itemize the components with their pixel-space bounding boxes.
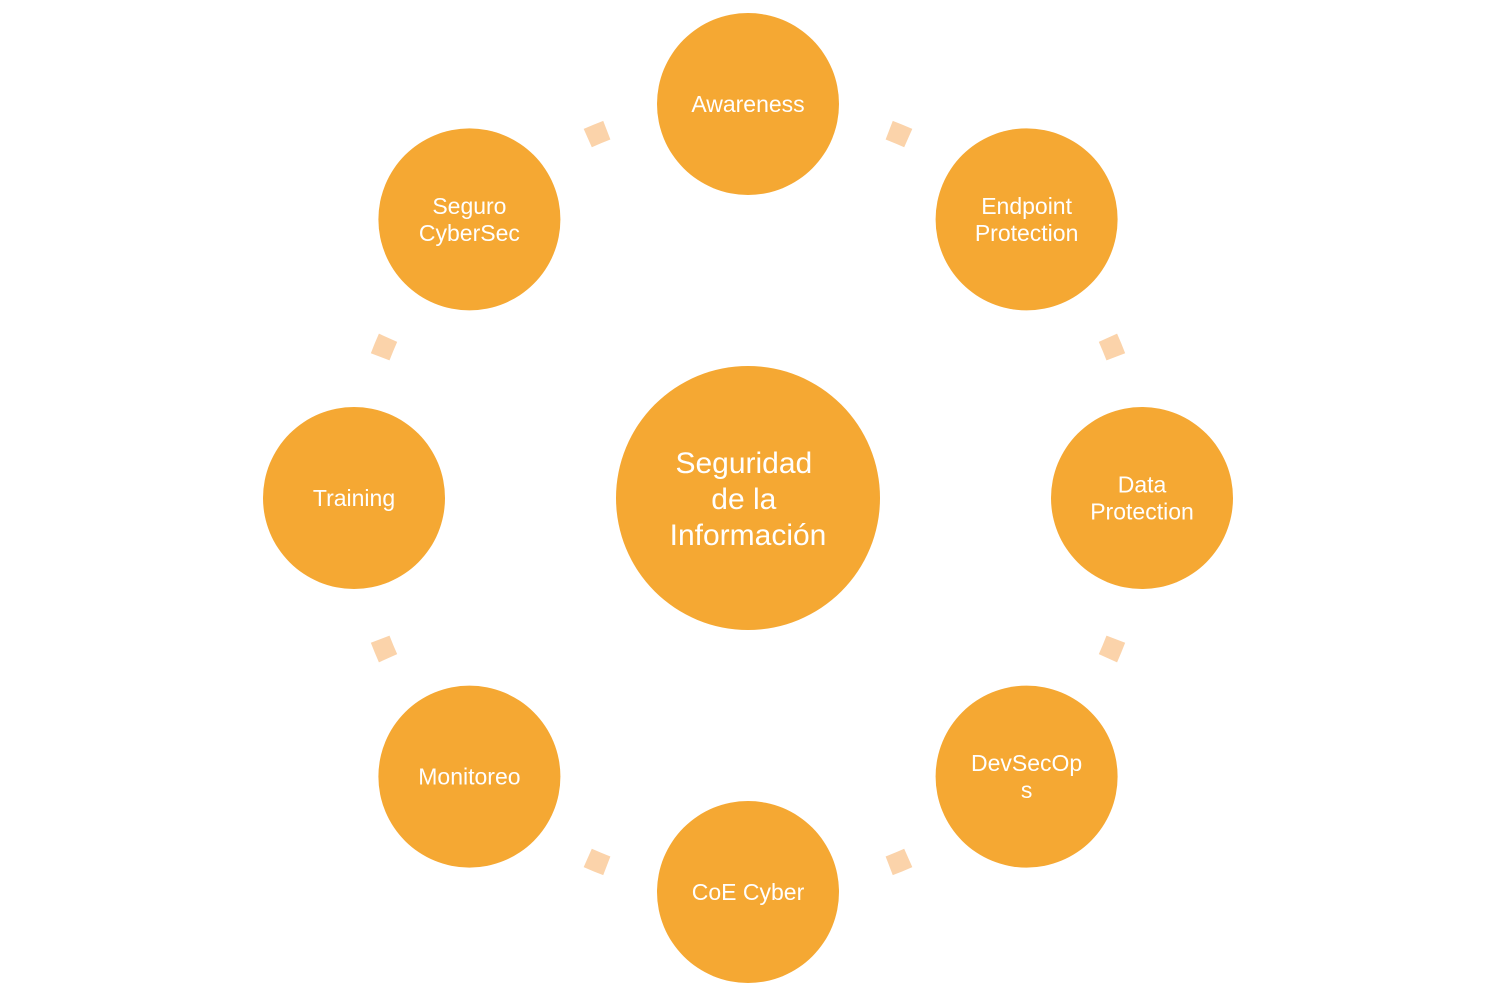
center-label-line: de la bbox=[711, 483, 776, 516]
node-label: Monitoreo bbox=[418, 764, 520, 790]
node-label-line: Monitoreo bbox=[418, 764, 520, 790]
connector-arc bbox=[1098, 333, 1126, 361]
node-label-line: Seguro bbox=[432, 193, 506, 219]
node-circle bbox=[263, 407, 445, 589]
node-label-line: Awareness bbox=[691, 91, 804, 117]
node-label-line: Data bbox=[1118, 472, 1167, 498]
connector-arc bbox=[370, 635, 398, 663]
node-circle bbox=[935, 685, 1118, 868]
node-label-line: Protection bbox=[975, 220, 1079, 246]
cycle-node: Training bbox=[263, 407, 445, 589]
connector-arc bbox=[885, 120, 913, 148]
node-circle bbox=[935, 128, 1118, 311]
node-label-line: s bbox=[1021, 777, 1033, 803]
node-circle bbox=[657, 13, 839, 195]
node-circle bbox=[378, 128, 561, 311]
connector-arc bbox=[885, 848, 913, 876]
node-circle bbox=[378, 685, 561, 868]
cycle-node: Awareness bbox=[657, 13, 839, 195]
connector-arc bbox=[370, 333, 398, 361]
center-label-line: Seguridad bbox=[675, 447, 812, 480]
connector-arc bbox=[1098, 635, 1126, 663]
node-circle bbox=[1051, 407, 1233, 589]
node-label-line: DevSecOp bbox=[971, 750, 1082, 776]
center-node: Seguridad de la Información bbox=[616, 366, 880, 630]
node-label-line: CyberSec bbox=[419, 220, 520, 246]
node-label: Training bbox=[313, 485, 395, 511]
connector-ring bbox=[370, 120, 1126, 876]
connector-arc bbox=[583, 848, 611, 876]
node-label: CoE Cyber bbox=[692, 879, 805, 905]
node-label-line: CoE Cyber bbox=[692, 879, 805, 905]
cycle-node: Monitoreo bbox=[378, 685, 561, 868]
node-label-line: Protection bbox=[1090, 499, 1194, 525]
node-label-line: Training bbox=[313, 485, 395, 511]
center-label-line: Información bbox=[670, 519, 827, 552]
connector-arc bbox=[583, 120, 611, 148]
center-label: Seguridad de la Información bbox=[670, 447, 827, 552]
node-label: Awareness bbox=[691, 91, 804, 117]
cycle-node: CoE Cyber bbox=[657, 801, 839, 983]
node-circle bbox=[657, 801, 839, 983]
node-label-line: Endpoint bbox=[981, 193, 1072, 219]
center-circle bbox=[616, 366, 880, 630]
